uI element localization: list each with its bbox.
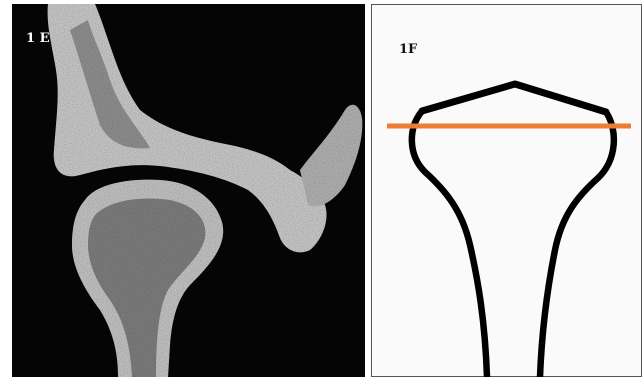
panel-f-label: 1F — [399, 42, 418, 57]
panel-divider — [365, 4, 371, 377]
schematic-background — [372, 5, 642, 377]
ct-panel: 1 E — [12, 4, 365, 377]
schematic-panel: 1F — [372, 5, 642, 377]
panel-e-label: 1 E — [26, 31, 50, 46]
